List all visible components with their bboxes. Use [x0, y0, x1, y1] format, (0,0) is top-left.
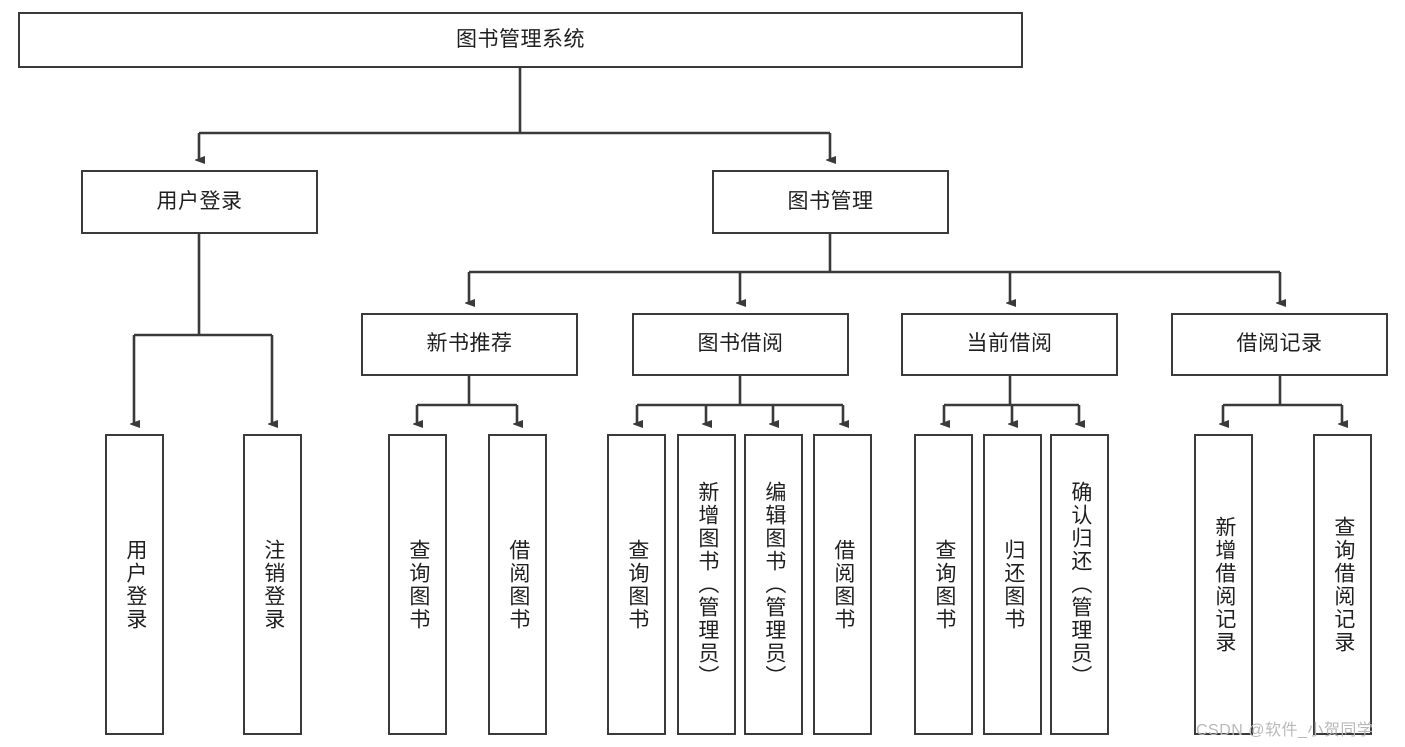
csdn-watermark: CSDN @软件_小贺同学 [1196, 722, 1374, 739]
node-leaf-logout-label: 注销登录 [261, 538, 285, 631]
node-leaf-return-book[interactable]: 归还图书 [983, 434, 1042, 735]
node-book-manage-label: 图书管理 [787, 189, 874, 213]
node-leaf-logout[interactable]: 注销登录 [243, 434, 302, 735]
node-leaf-query-book-2-label: 查询图书 [625, 538, 649, 631]
node-leaf-user-login-label: 用户登录 [123, 538, 147, 631]
node-leaf-query-book-1-label: 查询图书 [406, 538, 430, 631]
node-leaf-edit-book[interactable]: 编辑图书（管理员） [744, 434, 803, 735]
node-leaf-query-book-2[interactable]: 查询图书 [607, 434, 666, 735]
node-root[interactable]: 图书管理系统 [18, 12, 1023, 68]
node-leaf-query-book-1[interactable]: 查询图书 [388, 434, 447, 735]
node-leaf-add-record[interactable]: 新增借阅记录 [1194, 434, 1253, 735]
node-leaf-borrow-book-2[interactable]: 借阅图书 [813, 434, 872, 735]
node-leaf-user-login[interactable]: 用户登录 [105, 434, 164, 735]
node-leaf-query-record[interactable]: 查询借阅记录 [1313, 434, 1372, 735]
node-current-borrow-label: 当前借阅 [966, 332, 1053, 356]
node-borrow-record[interactable]: 借阅记录 [1171, 313, 1388, 376]
node-leaf-edit-book-label: 编辑图书（管理员） [762, 481, 786, 688]
node-current-borrow[interactable]: 当前借阅 [901, 313, 1118, 376]
node-leaf-query-book-3[interactable]: 查询图书 [914, 434, 973, 735]
node-leaf-return-book-label: 归还图书 [1001, 538, 1025, 631]
node-root-label: 图书管理系统 [456, 27, 585, 51]
node-leaf-confirm-return[interactable]: 确认归还（管理员） [1050, 434, 1109, 735]
node-leaf-borrow-book-2-label: 借阅图书 [831, 538, 855, 631]
node-new-book-recommend-label: 新书推荐 [426, 332, 513, 356]
node-leaf-add-book[interactable]: 新增图书（管理员） [677, 434, 736, 735]
node-leaf-query-book-3-label: 查询图书 [932, 538, 956, 631]
node-user-login[interactable]: 用户登录 [81, 170, 318, 234]
node-leaf-add-record-label: 新增借阅记录 [1212, 515, 1236, 654]
node-leaf-confirm-return-label: 确认归还（管理员） [1068, 481, 1092, 688]
node-leaf-borrow-book-1[interactable]: 借阅图书 [488, 434, 547, 735]
node-new-book-recommend[interactable]: 新书推荐 [361, 313, 578, 376]
node-leaf-borrow-book-1-label: 借阅图书 [506, 538, 530, 631]
node-book-borrow[interactable]: 图书借阅 [632, 313, 849, 376]
node-leaf-query-record-label: 查询借阅记录 [1331, 515, 1355, 654]
node-borrow-record-label: 借阅记录 [1236, 332, 1323, 356]
node-user-login-label: 用户登录 [156, 189, 243, 213]
node-book-borrow-label: 图书借阅 [697, 332, 784, 356]
node-book-manage[interactable]: 图书管理 [712, 170, 949, 234]
node-leaf-add-book-label: 新增图书（管理员） [695, 481, 719, 688]
